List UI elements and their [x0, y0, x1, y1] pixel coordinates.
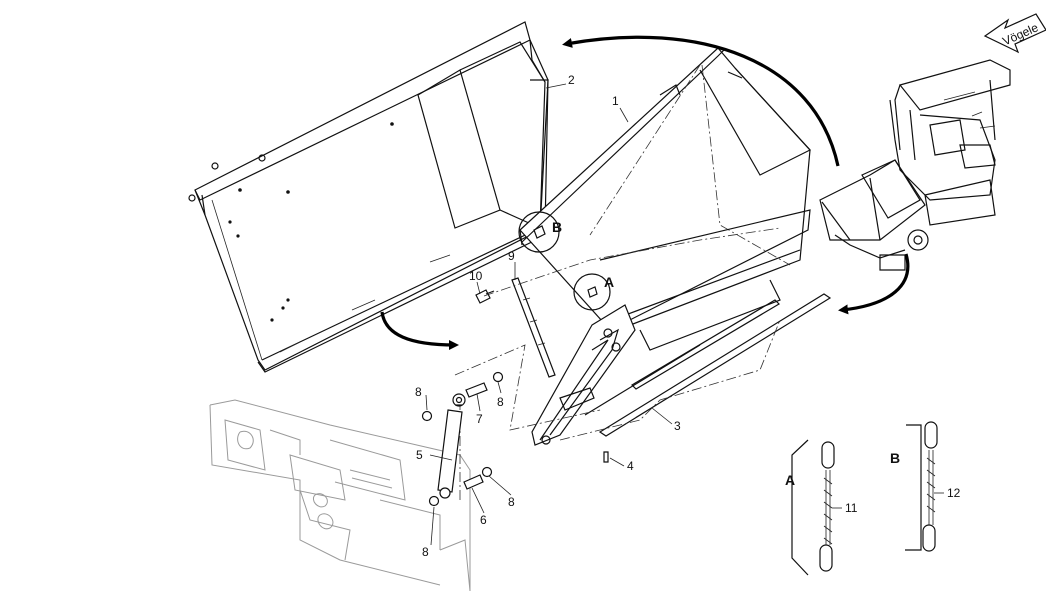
chain-detail-a-label: A — [785, 472, 795, 488]
bolt — [475, 289, 495, 304]
part-label-4: 4 — [627, 459, 634, 473]
part-label-8-upper-right: 8 — [497, 395, 504, 409]
brand-logo: Vögele — [983, 13, 1046, 54]
part-label-8-upper-left: 8 — [415, 385, 422, 399]
detail-marker-a-label: A — [604, 274, 614, 290]
leader-lines — [425, 83, 944, 546]
locking-pin — [603, 451, 609, 463]
part-label-6: 6 — [480, 513, 487, 527]
part-label-8-lower-right: 8 — [508, 495, 515, 509]
hydraulic-cylinder — [437, 393, 466, 499]
part-label-2: 2 — [568, 73, 575, 87]
part-number-labels: 1 2 3 4 5 6 7 8 8 8 8 9 10 11 12 — [415, 73, 961, 559]
part-label-10: 10 — [469, 269, 483, 283]
part-label-8-lower-left: 8 — [422, 545, 429, 559]
paver-machine-illustration — [819, 59, 1011, 271]
hopper-side-wall — [188, 21, 549, 373]
part-label-11: 11 — [845, 501, 858, 515]
detail-marker-a: A — [573, 273, 614, 311]
hinge-strip — [511, 277, 556, 378]
part-label-7: 7 — [476, 412, 483, 426]
part-label-3: 3 — [674, 419, 681, 433]
hopper-wing — [519, 47, 811, 351]
detail-marker-b-label: B — [552, 219, 562, 235]
movement-arrows — [380, 35, 910, 350]
paver-frame-outline — [209, 399, 471, 591]
hinge-rod — [584, 293, 832, 437]
detail-marker-b: B — [518, 211, 562, 253]
part-label-12: 12 — [947, 486, 961, 500]
pins-and-circlips — [421, 371, 504, 507]
hinge-plate-assembly — [531, 304, 636, 446]
part-label-1: 1 — [612, 94, 619, 108]
part-label-9: 9 — [508, 249, 515, 263]
chain-detail-b: B — [890, 421, 938, 552]
assembly-lines — [454, 227, 781, 500]
chain-detail-b-label: B — [890, 450, 900, 466]
part-label-5: 5 — [416, 448, 423, 462]
chain-detail-a: A — [785, 439, 835, 576]
